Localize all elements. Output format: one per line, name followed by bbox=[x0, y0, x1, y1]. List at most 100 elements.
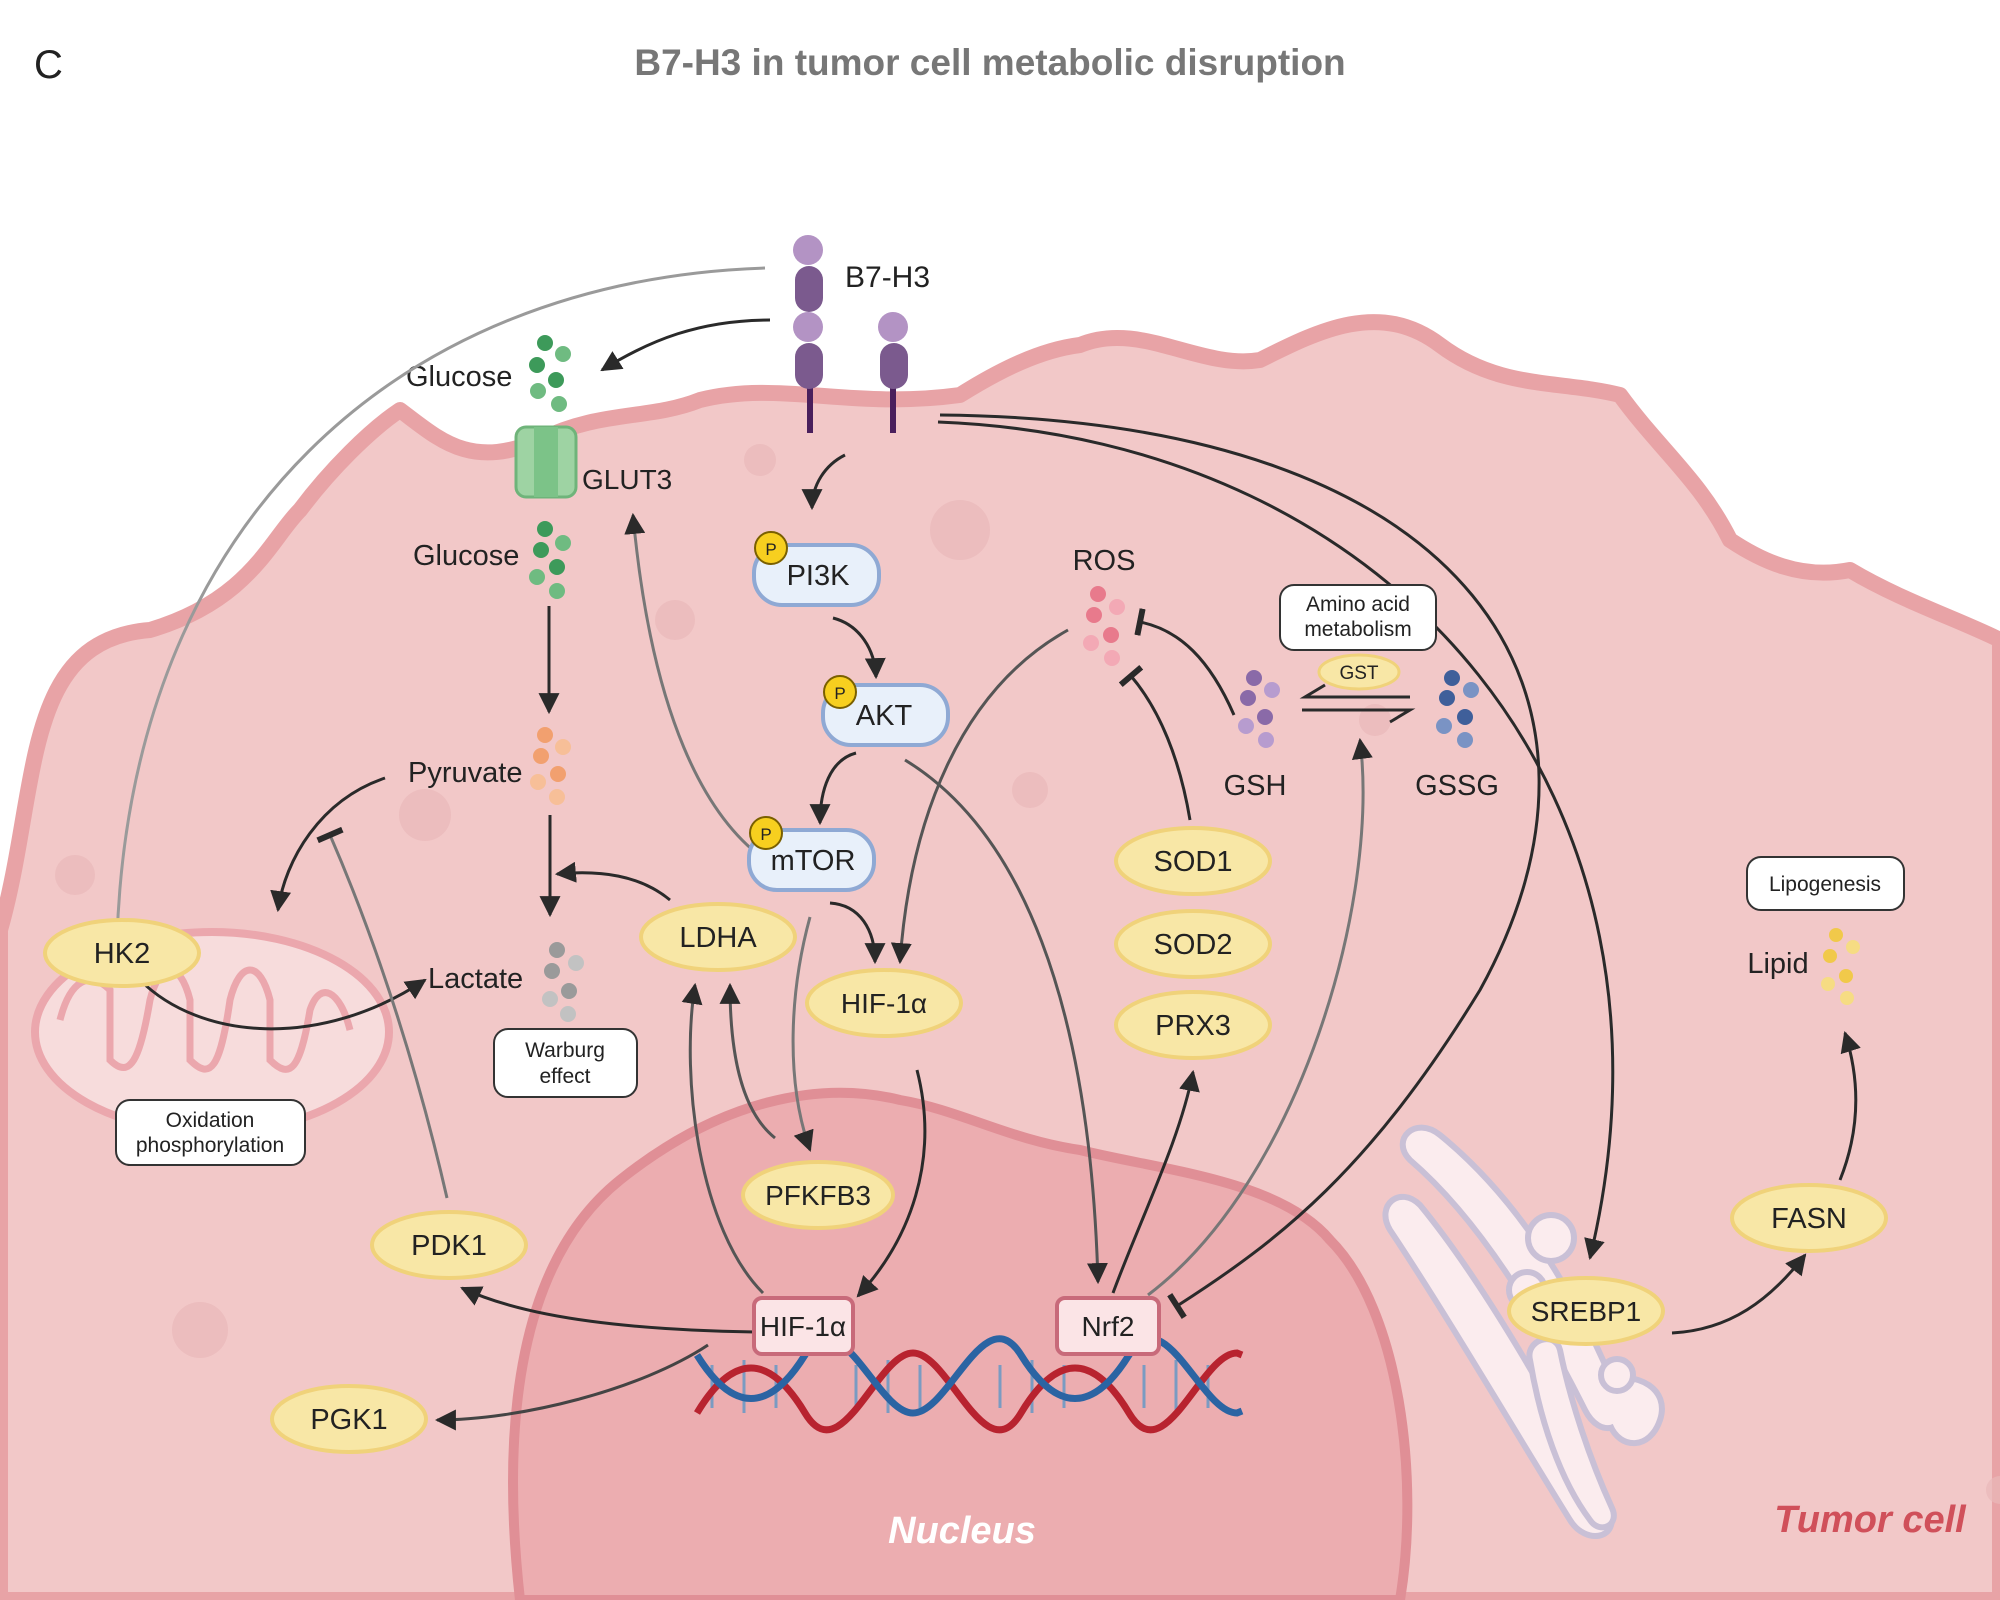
arrow-pi3k-akt bbox=[832, 616, 886, 680]
nrf2-label: Nrf2 bbox=[1082, 1311, 1135, 1342]
amino-acid-metabolism-box: Amino acid metabolism bbox=[1279, 584, 1437, 651]
sod2-node[interactable]: SOD2 bbox=[1114, 909, 1272, 979]
equilibrium-arrows-icon bbox=[1299, 683, 1416, 724]
nrf2-node[interactable]: Nrf2 bbox=[1055, 1296, 1161, 1356]
pyruvate-label: Pyruvate bbox=[408, 757, 522, 789]
warburg-line-2: effect bbox=[540, 1065, 591, 1088]
arrow-ros-hif1a bbox=[890, 628, 1069, 965]
pfkfb3-label: PFKFB3 bbox=[765, 1180, 871, 1211]
figure-title: B7-H3 in tumor cell metabolic disruption bbox=[634, 42, 1345, 83]
srebp1-label: SREBP1 bbox=[1531, 1296, 1642, 1327]
srebp1-node[interactable]: SREBP1 bbox=[1507, 1276, 1665, 1346]
akt-node[interactable]: AKT P bbox=[821, 675, 950, 747]
mtor-node[interactable]: mTOR P bbox=[747, 816, 876, 892]
glut3-transporter-icon bbox=[514, 425, 578, 499]
arrow-hif1a-nuclear bbox=[856, 1069, 927, 1298]
arrow-srebp1-fasn bbox=[1671, 1253, 1807, 1335]
mtor-label: mTOR bbox=[771, 845, 856, 877]
hk2-label: HK2 bbox=[94, 938, 150, 970]
pathway-arrows bbox=[107, 266, 1861, 1431]
nucleus bbox=[508, 1087, 1413, 1600]
sod1-node[interactable]: SOD1 bbox=[1114, 826, 1272, 896]
gst-node: GST bbox=[1317, 653, 1401, 691]
mtor-phospho-icon bbox=[749, 816, 783, 850]
ldha-node[interactable]: LDHA bbox=[639, 902, 797, 972]
arrow-nhif-ldha bbox=[681, 982, 765, 1295]
oxidation-phosphorylation-box: Oxidation phosphorylation bbox=[115, 1099, 306, 1166]
nucleus-label: Nucleus bbox=[888, 1510, 1036, 1552]
arrow-b7h3-srebp1 bbox=[937, 420, 1615, 1261]
dna-helix-icon bbox=[693, 1335, 1244, 1434]
tumor-cell-body bbox=[0, 314, 2000, 1600]
ros-icon bbox=[1083, 586, 1125, 666]
prx3-label: PRX3 bbox=[1155, 1010, 1231, 1042]
glucose-outside-label: Glucose bbox=[406, 361, 512, 393]
arrow-pyruvate-mito bbox=[270, 776, 386, 913]
gssg-label: GSSG bbox=[1415, 770, 1499, 802]
warburg-line-1: Warburg bbox=[525, 1039, 605, 1062]
hif1a-cytoplasm-node[interactable]: HIF-1α bbox=[805, 968, 963, 1038]
arrow-ldha-lactate bbox=[554, 861, 671, 902]
arrow-mtor-pfkfb3 bbox=[791, 916, 814, 1152]
glucose-outside-icon bbox=[529, 335, 571, 412]
hif1a-cytoplasm-label: HIF-1α bbox=[841, 988, 927, 1019]
warburg-effect-box: Warburg effect bbox=[493, 1028, 638, 1098]
pyruvate-icon bbox=[530, 727, 571, 805]
mtor-phospho-label: P bbox=[760, 825, 771, 844]
arrow-b7h3-hk2 bbox=[107, 266, 766, 943]
ldha-label: LDHA bbox=[679, 922, 757, 954]
pfkfb3-node[interactable]: PFKFB3 bbox=[741, 1160, 895, 1230]
lactate-icon bbox=[542, 942, 584, 1022]
fasn-label: FASN bbox=[1771, 1203, 1847, 1235]
lipogenesis-label: Lipogenesis bbox=[1769, 873, 1881, 896]
pi3k-phospho-icon bbox=[754, 531, 788, 565]
hif1a-nuclear-node[interactable]: HIF-1α bbox=[752, 1296, 855, 1356]
cell-label: Tumor cell bbox=[1774, 1499, 1967, 1541]
inhibit-b7h3-nrf2 bbox=[939, 413, 1541, 1319]
sod2-label: SOD2 bbox=[1154, 929, 1233, 961]
inhibit-pdk1-pyruvate bbox=[316, 826, 449, 1199]
lipogenesis-box: Lipogenesis bbox=[1746, 856, 1905, 911]
amino-line-1: Amino acid bbox=[1306, 593, 1410, 616]
prx3-node[interactable]: PRX3 bbox=[1114, 990, 1272, 1060]
b7h3-label: B7-H3 bbox=[845, 261, 930, 294]
inhibit-gsh-ros bbox=[1134, 608, 1236, 716]
arrow-hk2-lactate bbox=[138, 978, 427, 1031]
arrow-akt-nrf2 bbox=[904, 758, 1108, 1285]
akt-phospho-icon bbox=[823, 675, 857, 709]
gst-label: GST bbox=[1339, 663, 1378, 684]
gsh-icon bbox=[1238, 670, 1280, 748]
pi3k-phospho-label: P bbox=[765, 540, 776, 559]
arrow-nrf2-equilibrium bbox=[1147, 737, 1373, 1297]
glut3-label: GLUT3 bbox=[582, 464, 672, 495]
arrow-nhif-pgk1 bbox=[434, 1343, 709, 1431]
arrow-mtor-hif1a bbox=[829, 901, 886, 965]
pi3k-node[interactable]: PI3K P bbox=[752, 531, 881, 607]
pdk1-node[interactable]: PDK1 bbox=[370, 1210, 528, 1280]
arrow-pfkfb3-ldha bbox=[719, 982, 776, 1140]
fasn-node[interactable]: FASN bbox=[1730, 1183, 1888, 1253]
gssg-icon bbox=[1436, 670, 1479, 748]
arrow-b7h3-pi3k bbox=[801, 453, 846, 511]
pi3k-label: PI3K bbox=[787, 560, 851, 592]
glucose-inside-label: Glucose bbox=[413, 540, 519, 572]
arrow-fasn-lipid bbox=[1838, 1030, 1861, 1181]
arrow-nrf2-prx3 bbox=[1111, 1069, 1200, 1294]
oxphos-line-1: Oxidation bbox=[166, 1109, 255, 1132]
amino-line-2: metabolism bbox=[1304, 618, 1411, 641]
hk2-node[interactable]: HK2 bbox=[43, 918, 201, 988]
ros-label: ROS bbox=[1073, 545, 1136, 577]
inhibit-sod-ros bbox=[1118, 664, 1192, 821]
b7h3-receptor-icon bbox=[793, 235, 908, 433]
pgk1-node[interactable]: PGK1 bbox=[270, 1384, 428, 1454]
sod1-label: SOD1 bbox=[1154, 846, 1233, 878]
lipid-label: Lipid bbox=[1747, 948, 1808, 980]
arrow-nhif-pdk1 bbox=[460, 1286, 756, 1334]
akt-phospho-label: P bbox=[834, 684, 845, 703]
golgi-apparatus bbox=[1382, 1124, 1665, 1539]
arrow-akt-mtor bbox=[809, 751, 857, 826]
pdk1-label: PDK1 bbox=[411, 1230, 487, 1262]
hif1a-nuclear-label: HIF-1α bbox=[760, 1311, 846, 1342]
panel-letter: C bbox=[34, 43, 63, 87]
